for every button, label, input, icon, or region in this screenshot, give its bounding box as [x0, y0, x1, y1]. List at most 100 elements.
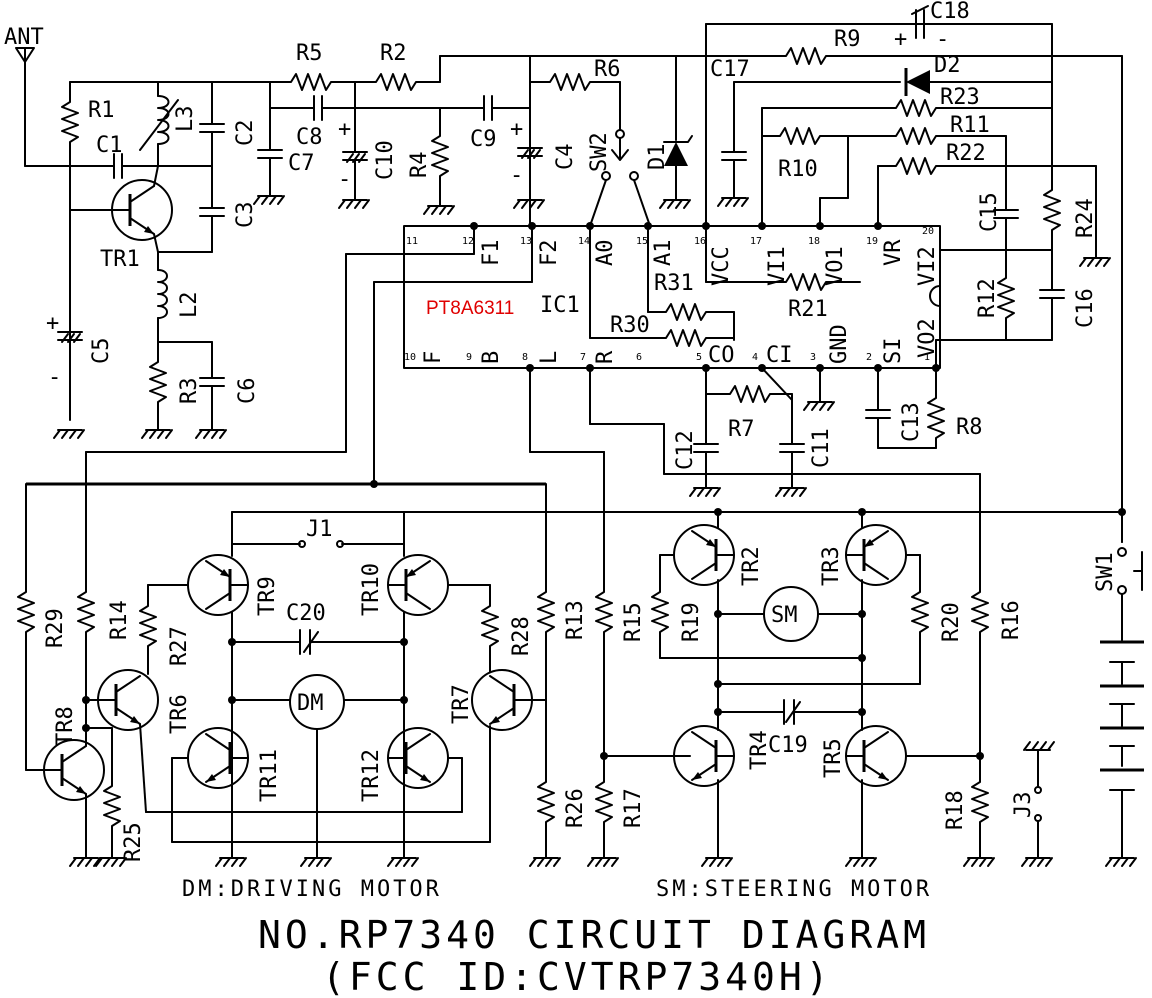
- c18-minus: -: [936, 27, 949, 52]
- capacitor-c8: [299, 95, 337, 121]
- diagram-title: NO.RP7340 CIRCUIT DIAGRAM: [258, 913, 930, 957]
- svg-text:GND: GND: [827, 324, 852, 364]
- svg-text:4: 4: [752, 352, 758, 363]
- label-c7: C7: [288, 151, 315, 176]
- transistor-tr8: [42, 738, 106, 802]
- label-r4: R4: [407, 152, 432, 179]
- transistor-tr9: [186, 553, 250, 617]
- svg-text:14: 14: [578, 236, 590, 247]
- svg-text:CO: CO: [708, 343, 735, 368]
- resistor-r8: [927, 391, 945, 445]
- ic-name: IC1: [540, 293, 580, 318]
- resistor-r14: [77, 585, 95, 639]
- svg-text:SI: SI: [881, 338, 906, 365]
- label-r2: R2: [380, 41, 407, 66]
- label-c15: C15: [977, 192, 1002, 232]
- inductor-l3: [157, 95, 170, 145]
- svg-text:20: 20: [922, 226, 934, 237]
- steering-motor-section: [529, 367, 605, 587]
- label-tr1: TR1: [100, 247, 140, 272]
- resistor-r13: [537, 585, 555, 639]
- label-r17: R17: [621, 788, 646, 828]
- timing-section: R7 C12 C11 C13 R8: [589, 367, 983, 587]
- antenna-icon: [15, 47, 35, 167]
- antenna-label: ANT: [4, 25, 44, 50]
- resistor-r2: [369, 73, 423, 91]
- capacitor-c13: [865, 395, 891, 433]
- svg-text:18: 18: [808, 236, 820, 247]
- resistor-r29: [17, 585, 35, 639]
- diode-d2: [906, 70, 930, 94]
- label-r20: R20: [939, 602, 964, 642]
- label-c20: C20: [286, 601, 326, 626]
- resistor-r20: [911, 585, 929, 639]
- resistor-r12: [997, 271, 1015, 325]
- svg-text:F1: F1: [479, 240, 504, 267]
- svg-text:6: 6: [636, 352, 642, 363]
- capacitor-c17: [721, 137, 747, 175]
- c5-plus: +: [46, 311, 59, 336]
- label-r18: R18: [943, 790, 968, 830]
- capacitor-c3: [199, 193, 225, 231]
- label-r28: R28: [509, 616, 534, 656]
- label-r19: R19: [679, 602, 704, 642]
- c5-minus: -: [48, 365, 61, 390]
- label-r30: R30: [610, 313, 650, 338]
- resistor-r17: [595, 775, 613, 829]
- svg-text:A1: A1: [651, 240, 676, 267]
- label-r27: R27: [167, 626, 192, 666]
- svg-text:R: R: [593, 350, 618, 364]
- resistor-r5: [284, 73, 338, 91]
- resistor-r26: [537, 775, 555, 829]
- label-r8: R8: [956, 415, 983, 440]
- svg-text:16: 16: [694, 236, 706, 247]
- label-r21: R21: [788, 297, 828, 322]
- label-c8: C8: [296, 125, 323, 150]
- c18-plus: +: [894, 27, 907, 52]
- label-tr9: TR9: [255, 576, 280, 616]
- label-tr6: TR6: [167, 694, 192, 734]
- ic1-chip: 11 12 13 14 15 16 17 18 19 20 10 9 8 7 6…: [403, 222, 941, 372]
- label-tr5: TR5: [821, 738, 846, 778]
- diode-d1: [664, 142, 688, 166]
- transistor-tr5: [844, 724, 908, 788]
- svg-text:2: 2: [866, 352, 872, 363]
- battery-icon: [1100, 640, 1144, 791]
- steering-motor-icon: [763, 586, 819, 642]
- resistor-r25: [103, 779, 121, 833]
- capacitor-c16: [1039, 275, 1065, 313]
- capacitor-c9: [469, 95, 507, 121]
- label-r13: R13: [563, 600, 588, 640]
- resistor-r19: [651, 585, 669, 639]
- svg-text:1: 1: [924, 352, 930, 363]
- resistor-r3: [149, 355, 167, 409]
- label-r23: R23: [940, 85, 980, 110]
- svg-text:F2: F2: [537, 240, 562, 267]
- label-r26: R26: [563, 788, 588, 828]
- transistor-tr12: [386, 726, 450, 790]
- label-r12: R12: [975, 278, 1000, 318]
- c10-minus: -: [338, 167, 351, 192]
- steering-bridge: R15 R17 TR2 TR3 R19 SM R20: [529, 423, 1024, 867]
- label-c6: C6: [235, 378, 260, 405]
- label-r22: R22: [946, 141, 986, 166]
- rf-section: ANT R1 C1 L3 C2 C3 TR1: [4, 25, 693, 439]
- resistor-r9: [779, 47, 833, 65]
- svg-text:VCC: VCC: [709, 246, 734, 286]
- decoder-section: C18 + - R9 C17 D2 R23 R10: [529, 0, 1123, 543]
- svg-text:VR: VR: [881, 239, 906, 266]
- resistor-r1: [61, 95, 79, 149]
- svg-text:VO2: VO2: [915, 318, 940, 358]
- label-r7: R7: [728, 417, 755, 442]
- label-r29: R29: [43, 608, 68, 648]
- svg-text:L: L: [537, 351, 562, 364]
- label-r6: R6: [594, 57, 621, 82]
- capacitor-c6: [199, 363, 225, 401]
- capacitor-c2: [199, 109, 225, 147]
- label-c9: C9: [470, 127, 497, 152]
- label-r25: R25: [121, 822, 146, 862]
- svg-text:17: 17: [750, 236, 762, 247]
- label-c16: C16: [1073, 288, 1098, 328]
